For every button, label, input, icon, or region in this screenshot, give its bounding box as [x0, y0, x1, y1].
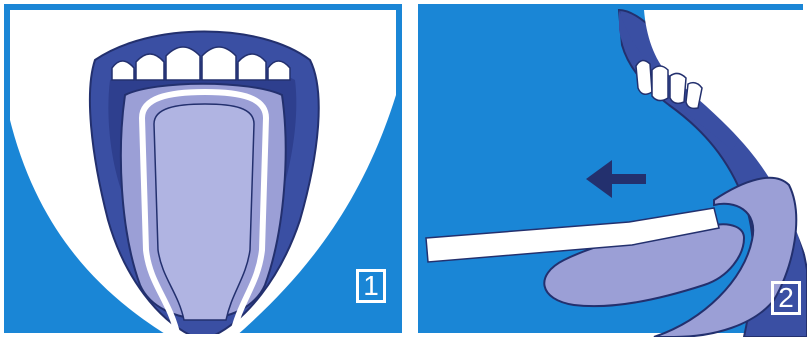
step-number-badge: 2: [771, 281, 801, 315]
panel-step-1: 1: [0, 0, 406, 337]
panel-1-illustration: [0, 0, 406, 337]
step-number-badge: 1: [356, 269, 386, 303]
panel-2-illustration: [414, 0, 807, 337]
panel-step-2: 2: [414, 0, 807, 337]
